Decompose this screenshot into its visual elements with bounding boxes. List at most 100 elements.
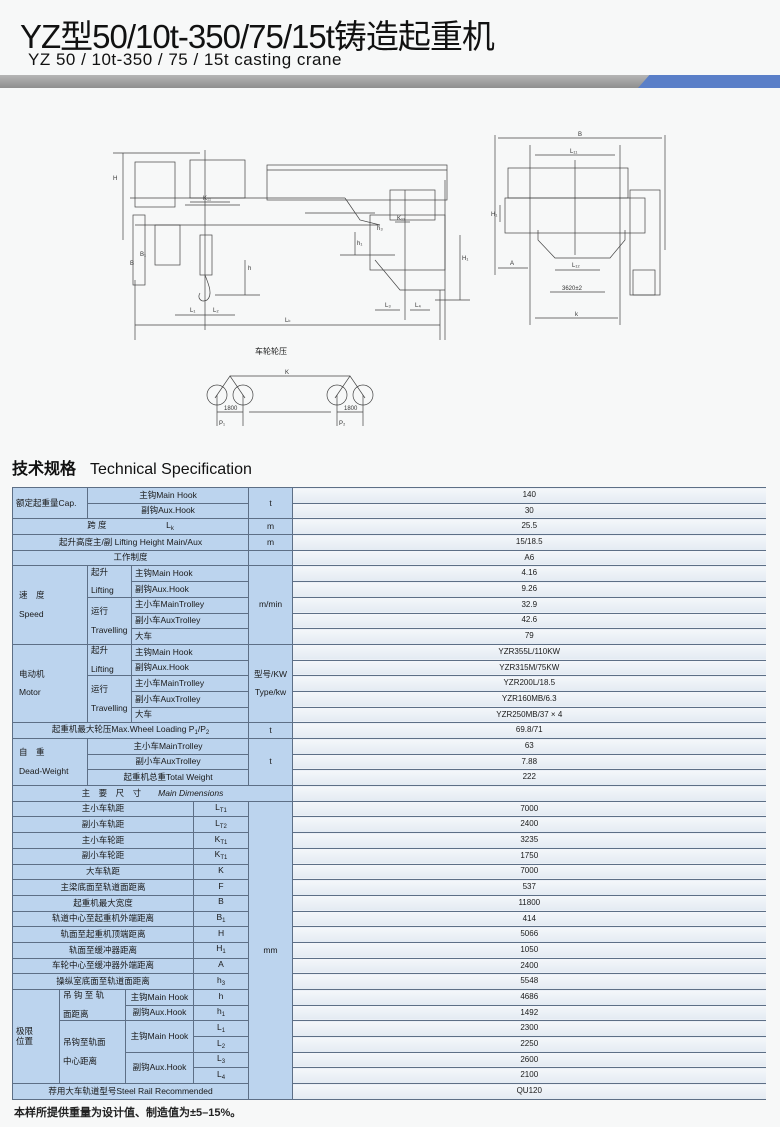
label-B1: B₁ <box>140 252 146 258</box>
limit-vert-1: 吊 钩 至 轨 <box>63 990 105 1001</box>
motor-item-value: YZR355L/110KW <box>292 643 766 661</box>
dead-weight-item-label: 副小车AuxTrolley <box>86 753 250 771</box>
dims-header-value <box>292 785 766 802</box>
limit-symbol-cell: h <box>192 989 250 1006</box>
label-P1: P₁ <box>219 421 225 427</box>
dim-subscript: T1 <box>220 855 228 862</box>
table-row: 额定起重量Cap. 主钩Main Hook t 140 <box>12 486 766 520</box>
dim-label: 操纵室底面至轨道面距离 <box>12 973 194 990</box>
dim-value: 5548 <box>292 973 766 990</box>
limit-vert-2: 面距离 <box>63 1008 89 1019</box>
speed-item-value: 79 <box>292 628 766 645</box>
wheel-load-unit: t <box>248 722 294 739</box>
table-row: 副钩Aux.Hook 9.26 <box>13 581 766 598</box>
page-title: YZ型50/10t-350/75/15t铸造起重机 <box>20 18 495 55</box>
limit-value: 1492 <box>292 1004 766 1022</box>
table-row: 跨 度 Lk m 25.5 <box>11 518 766 536</box>
limit-horizontal-label: 吊钩至轨面中心距离 <box>59 1020 126 1085</box>
dim-symbol-cell: h3 <box>192 973 250 990</box>
cap-aux-value: 30 <box>292 502 766 520</box>
spec-table: 额定起重量Cap. 主钩Main Hook t 140 副钩Aux.Hook 3… <box>11 486 766 1100</box>
dim-label: 副小车轮距 <box>12 847 194 865</box>
cap-label: 额定起重量Cap. <box>12 486 88 520</box>
limit-symbol-cell: L1 <box>192 1020 250 1038</box>
speed-item-value: 32.9 <box>292 596 766 614</box>
dims-header: 主 要 尺 寸 Main Dimensions <box>11 785 294 802</box>
motor-item-label: 主小车MainTrolley <box>130 675 250 692</box>
dead-weight-item-label: 起重机总重Total Weight <box>86 769 250 787</box>
dims-header-cn: 主 要 尺 寸 <box>81 787 142 798</box>
motor-travel-en: Travelling <box>91 702 128 713</box>
motor-item-label: 副小车AuxTrolley <box>130 690 250 708</box>
speed-unit: m/min <box>248 565 294 645</box>
table-row: 副小车AuxTrolley YZR160MB/6.3 <box>13 690 766 708</box>
label-h: h <box>248 266 251 272</box>
dim-subscript: 1 <box>221 1027 226 1034</box>
dim-symbol-cell: H1 <box>192 941 250 959</box>
speed-travel-cn: 运行 <box>91 605 109 616</box>
wheel-load-diagram: K 1800 1800 P₁ P₂ <box>206 370 374 427</box>
table-row: 大车 YZR250MB/37 × 4 <box>13 706 766 724</box>
motor-lifting-cn: 起升 <box>91 645 109 656</box>
motor-item-value: YZR160MB/6.3 <box>292 690 766 708</box>
speed-item-value: 4.16 <box>292 565 766 583</box>
dim-label: 轨道中心至起重机外端距离 <box>12 910 194 928</box>
lift-height-unit: m <box>248 534 294 551</box>
dim-value: 7000 <box>292 863 766 881</box>
label-LT1: L₁₁ <box>570 149 577 155</box>
dim-symbol: H <box>216 943 223 954</box>
table-row: 起升高度主/副 Lifting Height Main/Aux m 15/18.… <box>11 534 766 551</box>
dim-symbol: K <box>214 849 221 860</box>
table-row: 起重机最大轮压Max.Wheel Loading P1/P2 t 69.8/71 <box>11 722 766 739</box>
crane-side-elevation-drawing: B L₁₁ H₁ A L₁₂ 3620±2 k <box>491 132 666 325</box>
label-H1: H₁ <box>491 212 497 218</box>
rail-value: QU120 <box>292 1083 766 1100</box>
dim-symbol: h <box>218 990 224 1001</box>
label-L4: L₄ <box>415 303 421 309</box>
limit-symbol-cell: L2 <box>192 1036 250 1053</box>
cap-main-label: 主钩Main Hook <box>86 487 250 504</box>
label-h3: h₃ <box>377 226 383 232</box>
speed-label-cn: 速 度 <box>19 590 45 601</box>
cap-main-value: 140 <box>292 487 766 504</box>
limit-vertical-label: 吊 钩 至 轨面距离 <box>59 988 126 1022</box>
label-H: H <box>113 176 117 182</box>
table-row: 起重机总重Total Weight 222 <box>13 769 766 787</box>
dim-symbol: K <box>218 865 224 876</box>
dim-subscript: 3 <box>221 1059 226 1066</box>
limit-label: 极限位置 <box>12 988 60 1085</box>
wheel-load-sub1: 1 <box>194 729 198 736</box>
dim-value: 3235 <box>292 832 766 849</box>
dim-value: 414 <box>292 910 766 928</box>
dim-value: 2400 <box>292 957 766 975</box>
duty-unit <box>248 549 294 567</box>
dims-header-en: Main Dimensions <box>158 787 224 798</box>
span-unit: m <box>248 518 294 536</box>
speed-lifting-en: Lifting <box>91 585 114 596</box>
label-K12: K₁₂ <box>397 216 406 222</box>
crane-front-elevation-drawing: H B B₁ K₁₁ K₁₂ h h₁ h₃ L₁ L₂ L₃ L₄ Lₖ H₁ <box>113 150 470 340</box>
speed-item-label: 主小车MainTrolley <box>130 596 250 614</box>
dim-value: 537 <box>292 879 766 896</box>
rail-label: 荐用大车轨道型号Steel Rail Recommended <box>11 1083 250 1100</box>
dim-subscript: 2 <box>221 1043 226 1050</box>
dim-label: 轨面至起重机顶端距离 <box>12 926 194 943</box>
dim-subscript: T2 <box>219 823 227 830</box>
dim-value: 1050 <box>292 941 766 959</box>
span-symbol: L <box>166 519 171 530</box>
span-value: 25.5 <box>292 518 766 536</box>
limit-hook-label: 主钩Main Hook <box>125 1020 194 1053</box>
limit-horiz-2: 中心距离 <box>63 1055 98 1066</box>
dim-label: 起重机最大宽度 <box>12 894 194 912</box>
limit-symbol-cell: h1 <box>192 1004 250 1022</box>
